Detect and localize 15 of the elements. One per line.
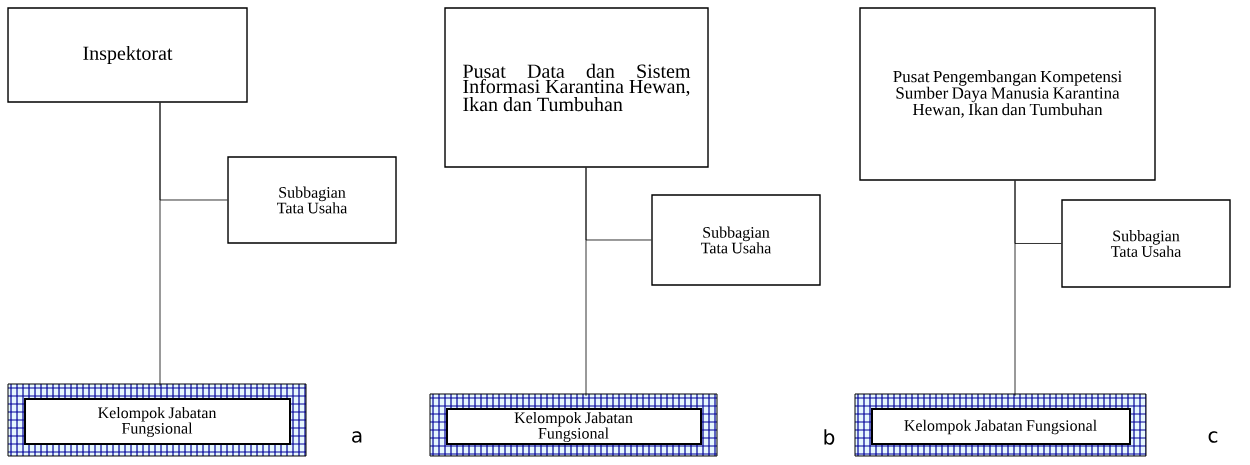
panel-letter: c: [1208, 431, 1218, 443]
panel-letter: a: [352, 431, 362, 443]
connector-line: [1014, 180, 1062, 244]
unit-box: Inspektorat: [7, 7, 248, 103]
unit-box: Pusat Pengembangan Kompetensi Sumber Daya Manusia Karantina Hewan, Ikan dan Tumbuhan: [859, 7, 1156, 181]
hatched-group-box: Kelompok Jabatan Fungsional: [7, 383, 307, 457]
hatched-group-box: Kelompok Jabatan Fungsional: [854, 393, 1147, 457]
subunit-box: Subbagian Tata Usaha: [1061, 199, 1231, 288]
panel-letter: b: [824, 429, 835, 445]
subunit-box: Subbagian Tata Usaha: [227, 156, 397, 244]
unit-box: Pusat Data dan Sistem Informasi Karantina Hewan, Ikan dan Tumbuhan: [444, 7, 709, 168]
subunit-box: Subbagian Tata Usaha: [651, 194, 821, 286]
connector-line: [159, 102, 228, 201]
hatched-group-box: Kelompok Jabatan Fungsional: [429, 393, 718, 457]
connector-line: [585, 167, 652, 241]
